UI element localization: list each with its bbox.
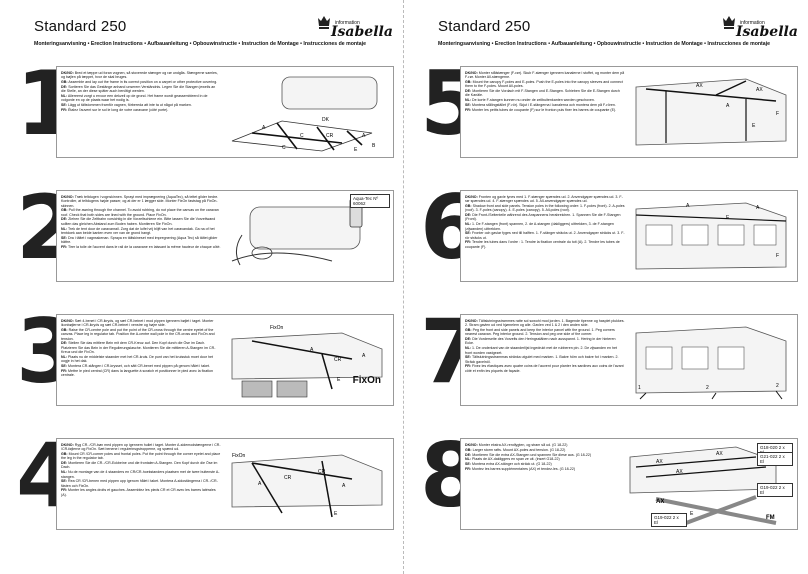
svg-text:CR: CR: [334, 357, 342, 363]
step-box: DK/NO: Bred et tæppe ud foran vognen, så…: [56, 66, 394, 158]
doc-title: Standard 250: [34, 18, 127, 35]
svg-text:FixOn: FixOn: [270, 325, 284, 331]
svg-text:AX: AX: [756, 87, 763, 93]
logo-info: information: [740, 20, 765, 26]
step-6: 6 DK/NO: Fronten og gavle lynes med 1. F…: [420, 182, 800, 284]
step-box: DK/NO: Tältslutningsstrammes ratte sol s…: [460, 314, 798, 406]
step-box: DK/NO: Monter ekstra AX-rendlygten, og s…: [460, 438, 798, 530]
svg-text:B: B: [372, 143, 376, 149]
step-box: DK/NO: Monter stålstænger (F-rør). Skub …: [460, 66, 798, 158]
crown-icon: [318, 16, 330, 29]
svg-text:FM: FM: [766, 515, 775, 521]
step-7-illustration: 1 2 2: [635, 326, 787, 400]
svg-text:CR: CR: [318, 469, 326, 475]
step-1-illustration: DK A A C CR B C E: [231, 76, 378, 153]
svg-text:A: A: [726, 103, 730, 109]
step-4: 4 DK/NO: Ryg CR- /CR-bøn med pippen op i…: [16, 430, 396, 532]
svg-text:F: F: [776, 111, 779, 117]
step-text: DK/NO: Bred et tæppe ud foran vognen, så…: [61, 71, 218, 112]
step-box: DK/NO: Træk teltdugen i vognskinnen. Spr…: [56, 190, 394, 282]
step-text: DK/NO: Sæt 4-benet i CR-ikryds, og sæt C…: [61, 319, 216, 378]
svg-text:E: E: [354, 147, 358, 153]
svg-text:CR: CR: [284, 475, 292, 481]
step-text: DK/NO: Monter ekstra AX-rendlygten, og s…: [465, 443, 592, 471]
svg-text:1: 1: [638, 385, 641, 391]
svg-text:A: A: [362, 133, 366, 139]
aquatec-badge: Aqua-Tec Nº 60062: [350, 194, 390, 208]
svg-text:A: A: [258, 481, 262, 487]
svg-text:E: E: [334, 511, 338, 517]
step-5: 5 DK/NO: Monter stålstænger (F-rør). Sku…: [420, 58, 800, 160]
svg-text:AX: AX: [696, 83, 703, 89]
part-badge: G19-022 2 x El: [757, 483, 793, 497]
step-text: DK/NO: Monter stålstænger (F-rør). Skub …: [465, 71, 625, 112]
step-box: DK/NO: Ryg CR- /CR-bøn med pippen op ige…: [56, 438, 394, 530]
step-text: DK/NO: Tältslutningsstrammes ratte sol s…: [465, 319, 625, 373]
brand-logo: information Isabella: [311, 12, 393, 46]
step-3: 3 DK/NO: Sæt 4-benet i CR-ikryds, og sæt…: [16, 306, 396, 408]
svg-text:A: A: [362, 353, 366, 359]
svg-text:E: E: [752, 123, 756, 129]
svg-text:C: C: [282, 145, 286, 151]
svg-text:A: A: [686, 203, 690, 209]
part-badge: G19-022 2 x El: [651, 513, 687, 527]
svg-text:F: F: [776, 253, 779, 259]
step-2-illustration: [231, 198, 363, 266]
logo-brand: Isabella: [736, 24, 798, 40]
step-text: DK/NO: Fronten og gavle lynes med 1. F-s…: [465, 195, 625, 249]
svg-text:CR: CR: [326, 133, 334, 139]
fixon-label: FixOn: [352, 375, 381, 386]
svg-text:2: 2: [776, 383, 779, 389]
brand-logo: information Isabella: [716, 12, 798, 46]
step-text: DK/NO: Ryg CR- /CR-bøn med pippen op ige…: [61, 443, 221, 497]
svg-text:E: E: [690, 511, 694, 517]
doc-subtitle: Monteringsanvisning • Erection Instructi…: [438, 41, 770, 47]
svg-text:AX: AX: [656, 459, 663, 465]
logo-brand: Isabella: [331, 24, 393, 40]
svg-text:A: A: [756, 205, 760, 211]
crown-icon: [723, 16, 735, 29]
svg-text:A: A: [262, 125, 266, 131]
svg-text:A: A: [310, 347, 314, 353]
logo-info: information: [335, 20, 360, 26]
svg-text:AX: AX: [676, 469, 683, 475]
svg-text:AX: AX: [656, 499, 664, 505]
step-box: DK/NO: Sæt 4-benet i CR-ikryds, og sæt C…: [56, 314, 394, 406]
doc-subtitle: Monteringsanvisning • Erection Instructi…: [34, 41, 366, 47]
step-5-illustration: AX AX A F E: [635, 78, 787, 146]
svg-text:E: E: [337, 377, 341, 383]
svg-text:2: 2: [706, 385, 709, 391]
doc-title: Standard 250: [438, 18, 531, 35]
step-box: DK/NO: Fronten og gavle lynes med 1. F-s…: [460, 190, 798, 282]
step-7: 7 DK/NO: Tältslutningsstrammes ratte sol…: [420, 306, 800, 408]
step-3-illustration: FixOn A CR A E: [231, 325, 383, 398]
step-6-illustration: A A E F: [635, 202, 787, 270]
step-text: DK/NO: Træk teltdugen i vognskinnen. Spr…: [61, 195, 221, 249]
step-1: 1 DK/NO: Bred et tæppe ud foran vognen, …: [16, 58, 396, 160]
part-badge: G21-022 2 x El: [757, 452, 793, 466]
svg-text:AX: AX: [716, 451, 723, 457]
svg-text:E: E: [726, 215, 730, 221]
svg-text:FixOn: FixOn: [232, 453, 246, 459]
step-8-illustration: AX AX AX AX E FM: [629, 446, 777, 525]
svg-text:DK: DK: [322, 117, 330, 123]
svg-text:A: A: [342, 483, 346, 489]
svg-text:C: C: [300, 133, 304, 139]
step-2: 2 DK/NO: Træk teltdugen i vognskinnen. S…: [16, 182, 396, 284]
right-page: Standard 250 Monteringsanvisning • Erect…: [404, 0, 808, 574]
step-8: 8 DK/NO: Monter ekstra AX-rendlygten, og…: [420, 430, 800, 532]
step-4-illustration: FixOn A CR A CR E: [231, 453, 383, 518]
left-page: Standard 250 Monteringsanvisning • Erect…: [16, 0, 404, 574]
